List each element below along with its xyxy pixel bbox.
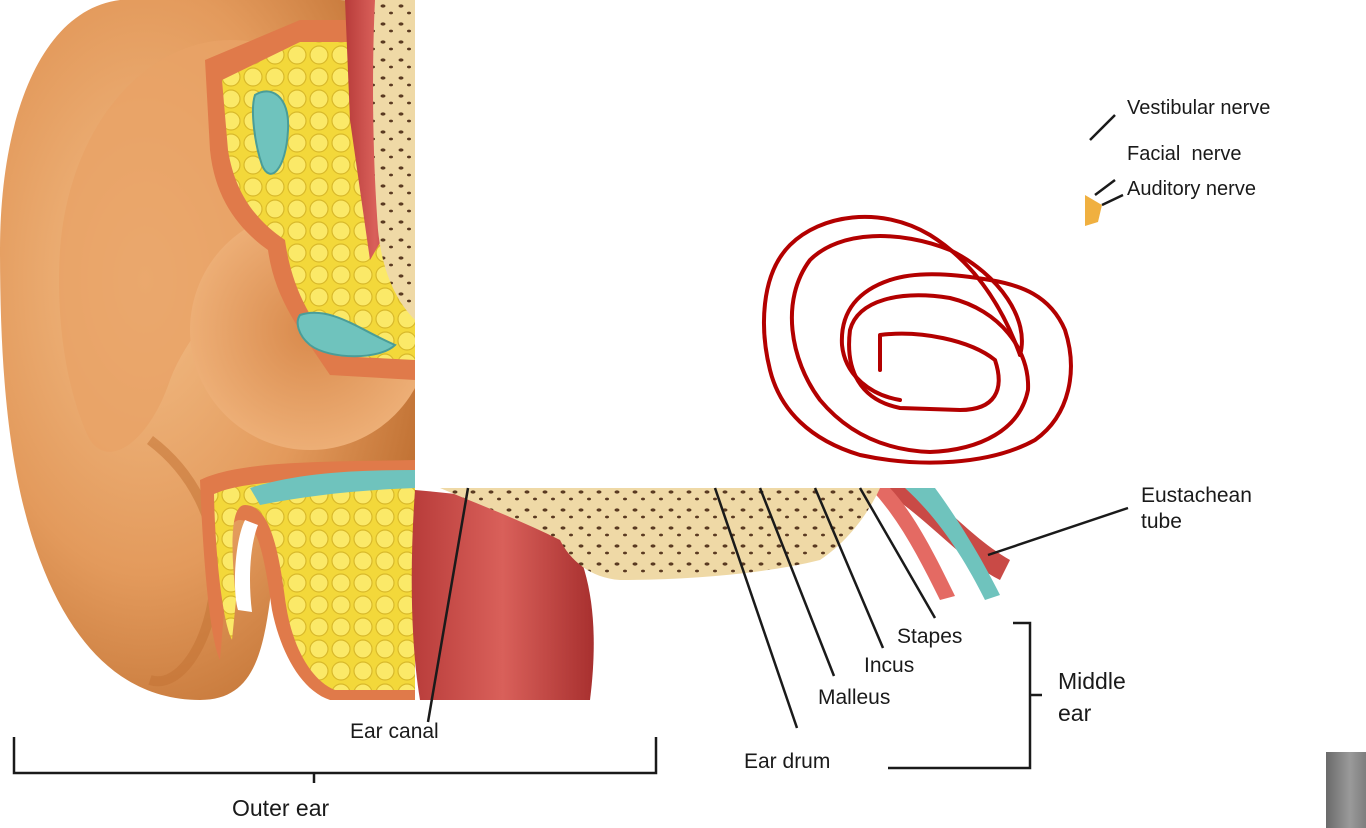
leader-auditory (1102, 195, 1123, 205)
label-vestibular-nerve: Vestibular nerve (1127, 96, 1270, 120)
whiteout-panel (415, 0, 1085, 488)
corner-thumbnail-fragment (1326, 752, 1366, 828)
outer-ear-bracket (14, 737, 656, 773)
label-incus: Incus (864, 654, 914, 678)
label-outer-ear: Outer ear (232, 795, 329, 822)
label-ear-canal: Ear canal (350, 720, 439, 744)
label-auditory-nerve: Auditory nerve (1127, 177, 1256, 201)
label-middle-ear: Middle ear (1058, 665, 1126, 729)
middle-ear-bracket (1010, 623, 1030, 768)
leader-eustachean (988, 508, 1128, 555)
label-eustachean-tube: Eustachean tube (1141, 483, 1252, 535)
label-facial-nerve: Facial nerve (1127, 142, 1242, 166)
label-ear-drum: Ear drum (744, 750, 830, 774)
leader-vestibular (1090, 115, 1115, 140)
label-stapes: Stapes (897, 625, 962, 649)
leader-facial (1095, 180, 1115, 195)
label-malleus: Malleus (818, 686, 890, 710)
